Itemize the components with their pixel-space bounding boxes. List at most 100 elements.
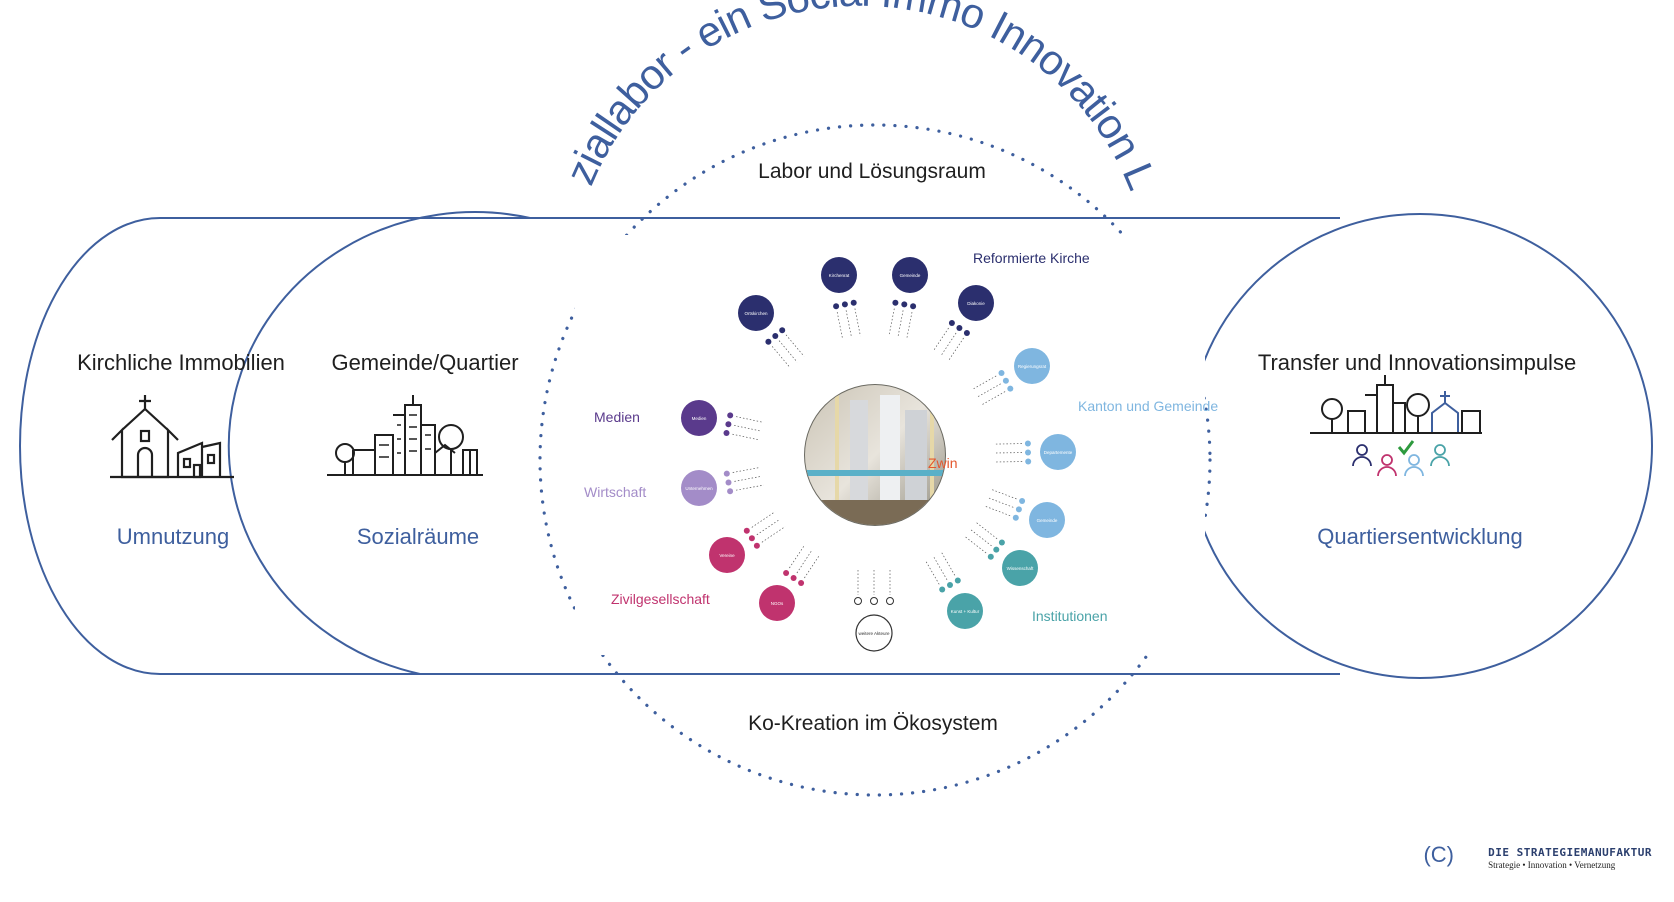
connector-line <box>976 383 1001 398</box>
connector-dot <box>725 421 732 428</box>
connector-dot <box>1025 458 1032 465</box>
connector-dot-open <box>870 597 878 605</box>
connector-dot-open <box>886 597 894 605</box>
node-label: Kirchenrat <box>829 273 850 278</box>
connector-line <box>735 484 764 491</box>
node-label: weitere Akteure <box>858 631 890 636</box>
connector-line <box>751 511 776 528</box>
lab-bottom-label: Ko-Kreation im Ökosystem <box>748 712 998 735</box>
group-institutionen: Institutionen <box>1032 608 1108 624</box>
connector-dot <box>1002 377 1009 384</box>
node-center-bottom: weitere Akteure <box>855 614 893 652</box>
connector-dot <box>790 575 797 581</box>
neighbourhood-people-icon <box>1310 375 1482 477</box>
connector-dot <box>727 412 734 419</box>
connector-line <box>940 550 956 576</box>
node-circle <box>892 257 928 293</box>
connector-dot <box>993 546 1000 553</box>
node-circle <box>681 400 717 436</box>
connector-dot <box>841 301 848 308</box>
connector-line <box>854 308 861 337</box>
connector-line <box>906 312 913 340</box>
copyright-mark: (C) <box>1423 842 1454 867</box>
connector-dot <box>1025 449 1031 456</box>
node-label: Vereine <box>719 553 735 558</box>
connector-line <box>761 526 786 543</box>
connector-line <box>888 308 895 337</box>
connector-dot <box>723 470 730 477</box>
connector-line <box>736 416 764 423</box>
node-label: Medien <box>692 416 707 421</box>
connector-line <box>897 310 904 338</box>
connector-dot <box>998 370 1005 376</box>
node-circle <box>958 285 994 321</box>
connector-line <box>778 340 798 363</box>
group-zivilgesellschaft: Zivilgesellschaft <box>611 591 710 607</box>
connector-dot <box>892 299 899 306</box>
connector-line <box>983 505 1011 517</box>
connector-dot <box>910 303 917 310</box>
connector-line <box>924 559 940 585</box>
lab-dotted-circle <box>538 123 1212 797</box>
connector-dot <box>723 430 730 436</box>
core-text: Zwin <box>928 455 958 471</box>
node-kanton-1: Regierungsrat <box>1014 348 1050 384</box>
node-circle <box>821 257 857 293</box>
footer-brand: (C) DIE STRATEGIEMANUFAKTUR Strategie • … <box>1423 842 1652 870</box>
connector-line <box>990 488 1017 500</box>
connector-line <box>836 312 844 340</box>
connector-dot <box>1024 440 1031 447</box>
connector-line <box>804 554 821 579</box>
connector-line <box>986 497 1014 508</box>
connector-line <box>771 346 791 369</box>
node-circle <box>947 593 983 629</box>
connector-line <box>980 391 1006 406</box>
connector-dot <box>939 586 946 593</box>
connector-line <box>734 475 762 482</box>
middle-lens-outline <box>227 211 531 675</box>
connector-dot <box>765 338 772 345</box>
node-circle <box>759 585 795 621</box>
node-kanton-2: Departemente <box>1040 434 1076 470</box>
connector-dot <box>727 488 734 495</box>
connector-dot-open <box>854 597 862 605</box>
connector-line <box>947 337 964 362</box>
node-kirche-2: Gemeinde <box>892 257 928 293</box>
node-label: Wissenschaft <box>1007 566 1035 571</box>
connector-line <box>756 518 781 536</box>
node-label: Gemeinde <box>1037 518 1058 523</box>
core-photo: Zwin <box>804 384 958 526</box>
node-kanton-3: Gemeinde <box>1029 502 1065 538</box>
node-medien-1: Medien <box>681 400 717 436</box>
connector-line <box>732 433 760 441</box>
connector-dot <box>798 580 805 586</box>
arc-title-path: Soziallabor - ein Social Immo Innovation… <box>0 0 1167 195</box>
connector-dot <box>833 303 840 310</box>
connector-line <box>971 375 997 391</box>
middle-panel-title: Gemeinde/Quartier <box>331 350 519 375</box>
connector-dot <box>772 333 779 339</box>
band-frame <box>19 211 1653 679</box>
connector-dot <box>901 301 908 308</box>
node-label: Ortskirchen <box>744 311 768 316</box>
group-wirtschaft: Wirtschaft <box>584 484 647 500</box>
group-reformierte-kirche: Reformierte Kirche <box>973 250 1090 266</box>
node-kirche-4: Ortskirchen <box>738 295 774 331</box>
node-circle <box>1040 434 1076 470</box>
connector-line <box>932 555 948 580</box>
right-panel-subtitle: Quartiersentwicklung <box>1317 524 1523 549</box>
node-circle <box>1029 502 1065 538</box>
connector-dot <box>1007 385 1014 392</box>
node-inst-1: Wissenschaft <box>1002 550 1038 586</box>
connector-line <box>932 327 949 352</box>
city-skyline-icon <box>327 395 483 476</box>
connector-line <box>734 425 762 432</box>
right-panel-title: Transfer und Innovationsimpulse <box>1257 350 1577 375</box>
node-label: Diakonie <box>967 301 985 306</box>
node-zivil-2: NGOs <box>759 585 795 621</box>
connector-dot <box>954 577 961 584</box>
connector-dot <box>987 553 994 560</box>
brand-name: DIE STRATEGIEMANUFAKTUR <box>1488 846 1652 859</box>
